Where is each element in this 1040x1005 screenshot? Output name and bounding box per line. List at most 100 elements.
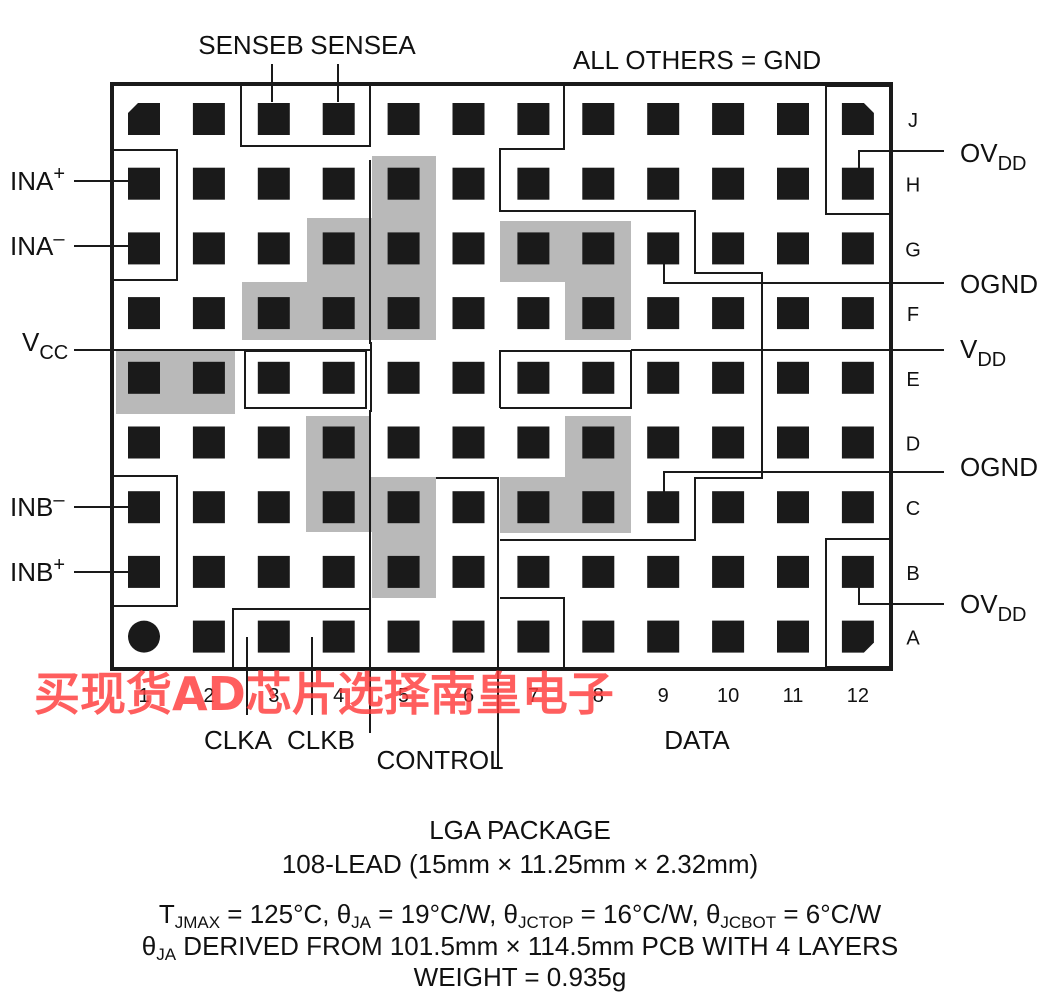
pad-g8 (582, 232, 615, 265)
pad-d4 (322, 426, 355, 459)
pad-h6 (452, 167, 485, 200)
pad-j1 (128, 103, 160, 135)
pad-b4 (322, 555, 355, 588)
row-label-b: B (906, 563, 919, 585)
control-outline (369, 160, 372, 733)
column-label-5: 5 (398, 685, 409, 707)
pad-c7 (517, 491, 550, 524)
column-label-9: 9 (658, 685, 669, 707)
pad-a3 (257, 620, 290, 653)
pad-g5 (387, 232, 420, 265)
pad-f1 (128, 297, 160, 330)
pad-f6 (452, 297, 485, 330)
data-label: DATA (664, 725, 730, 755)
pad-e2 (192, 361, 225, 394)
pad-b9 (647, 555, 680, 588)
pad-b11 (777, 555, 809, 588)
pad-grid (128, 103, 874, 653)
pad-h12 (841, 167, 874, 200)
pad-a1 (128, 620, 160, 653)
pad-g4 (322, 232, 355, 265)
column-label-4: 4 (333, 685, 344, 707)
data-outline (499, 86, 763, 541)
pad-g2 (192, 232, 225, 265)
package-outline (110, 82, 893, 671)
pad-h9 (647, 167, 680, 200)
pad-f2 (192, 297, 225, 330)
pad-h2 (192, 167, 225, 200)
pad-c4 (322, 491, 355, 524)
pad-a8 (582, 620, 615, 653)
column-label-1: 1 (138, 685, 149, 707)
pad-h3 (257, 167, 290, 200)
pad-h1 (128, 167, 160, 200)
pad-d5 (387, 426, 420, 459)
sense-box (240, 86, 371, 147)
control-label: CONTROL (376, 745, 503, 775)
row-label-f: F (907, 304, 919, 326)
pad-f11 (777, 297, 809, 330)
pad-j6 (452, 103, 485, 135)
pad-j9 (647, 103, 680, 135)
pad-b3 (257, 555, 290, 588)
column-label-12: 12 (847, 685, 869, 707)
ovdd-top-label: OVDD (960, 138, 1026, 175)
pad-g1 (128, 232, 160, 265)
pad-b6 (452, 555, 485, 588)
pad-h4 (322, 167, 355, 200)
pad-a6 (452, 620, 485, 653)
pad-c2 (192, 491, 225, 524)
ovdd-bottom-label: OVDD (960, 589, 1026, 626)
package-weight: WEIGHT = 0.935g (413, 962, 627, 992)
pad-a11 (777, 620, 809, 653)
pad-f7 (517, 297, 550, 330)
pad-j3 (257, 103, 290, 135)
pad-g10 (712, 232, 745, 265)
ognd-top-leader (663, 256, 944, 284)
ognd-bottom-leader (663, 471, 944, 496)
pad-b8 (582, 555, 615, 588)
pad-g7 (517, 232, 550, 265)
ognd-top-label: OGND (960, 269, 1038, 299)
pad-a12 (841, 620, 874, 653)
pad-a10 (712, 620, 745, 653)
pad-e1 (128, 361, 160, 394)
ina-plus-label: INA+ (10, 163, 65, 196)
package-title: LGA PACKAGE (429, 815, 611, 845)
pad-d11 (777, 426, 809, 459)
column-label-6: 6 (463, 685, 474, 707)
pad-j11 (777, 103, 809, 135)
pad-a5 (387, 620, 420, 653)
pad-f12 (841, 297, 874, 330)
pad-a7 (517, 620, 550, 653)
pad-g3 (257, 232, 290, 265)
pad-c8 (582, 491, 615, 524)
row-label-c: C (906, 498, 920, 520)
pad-j2 (192, 103, 225, 135)
pad-b12 (841, 555, 874, 588)
data-bottom-box (500, 597, 565, 667)
all-others-gnd-label: ALL OTHERS = GND (573, 45, 821, 75)
pad-b7 (517, 555, 550, 588)
pad-b2 (192, 555, 225, 588)
pad-g11 (777, 232, 809, 265)
ovdd-bottom-box (825, 538, 889, 668)
pad-b1 (128, 555, 160, 588)
row-label-e: E (906, 369, 919, 391)
column-label-3: 3 (268, 685, 279, 707)
pad-e5 (387, 361, 420, 394)
pad-h5 (387, 167, 420, 200)
control-outline-right (436, 477, 499, 768)
pad-d3 (257, 426, 290, 459)
pad-e10 (712, 361, 745, 394)
pad-c11 (777, 491, 809, 524)
ovdd-top-box (825, 85, 889, 215)
ognd-bottom-label: OGND (960, 452, 1038, 482)
pad-f4 (322, 297, 355, 330)
pad-j5 (387, 103, 420, 135)
group-outlines (114, 85, 889, 768)
column-label-2: 2 (203, 685, 214, 707)
pad-e4 (322, 361, 355, 394)
pad-a2 (192, 620, 225, 653)
